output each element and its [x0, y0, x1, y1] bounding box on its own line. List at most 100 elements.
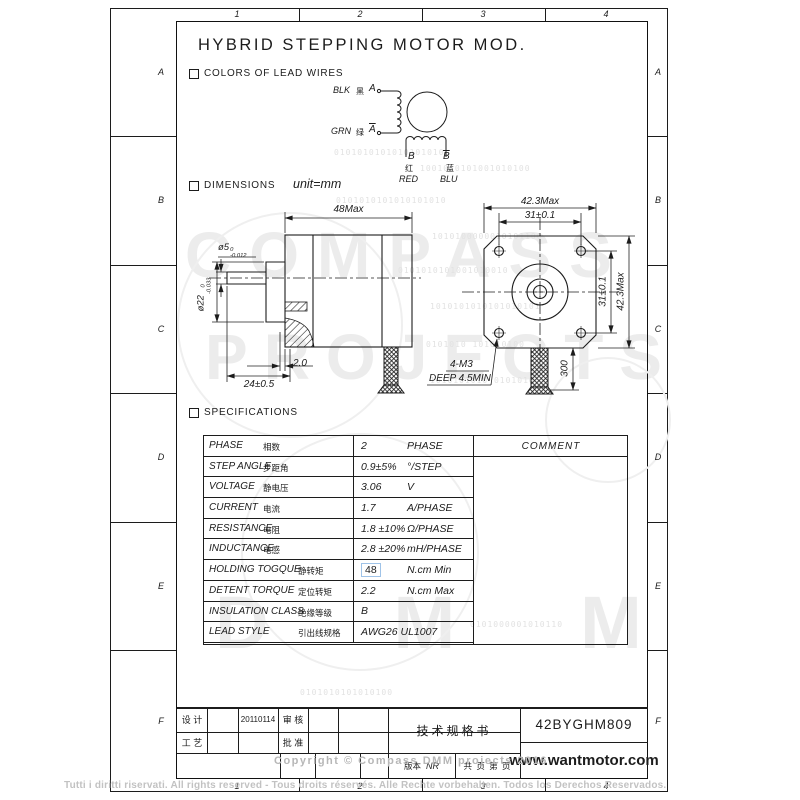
zone-tick — [110, 393, 176, 394]
check-label: 审 核 — [282, 715, 304, 725]
zone-label-top: 1 — [234, 9, 240, 19]
dim-pilot-height: 2.0 — [293, 358, 307, 369]
zone-tick — [422, 779, 423, 792]
version-value: NR — [426, 761, 439, 771]
dim-shaft-length: 24±0.5 — [243, 379, 275, 390]
edited-value-highlight: 48 — [361, 562, 381, 577]
lead-bbar-terminal: B — [443, 151, 450, 162]
watermark-binary: 0101010101010101010 — [336, 196, 447, 205]
zone-label-top: 2 — [357, 9, 363, 19]
pages-cell: 共 页 第 页 — [463, 761, 512, 771]
comment-column: COMMENT — [473, 436, 628, 644]
approve-label: 批 准 — [282, 738, 304, 748]
section-label-lead-wires: COLORS OF LEAD WIRES — [204, 68, 344, 79]
lead-abar-color: GRN — [331, 126, 351, 136]
dim-front-height: 42.3Max — [615, 272, 627, 311]
page-title: HYBRID STEPPING MOTOR MOD. — [198, 36, 527, 54]
dim-cable-length: 300 — [559, 360, 571, 377]
dim-hole-spacing-vertical: 31±0.1 — [597, 276, 609, 307]
zone-tick — [110, 522, 176, 523]
watermark-binary: 1001010101001010100 — [420, 164, 531, 173]
lead-a-color: BLK — [333, 85, 351, 95]
zone-label-left: A — [157, 67, 164, 77]
zone-label-right: E — [654, 581, 661, 591]
zone-label-left: F — [158, 716, 164, 726]
zone-tick — [648, 393, 668, 394]
zone-label-left: C — [157, 324, 165, 334]
zone-tick — [648, 136, 668, 137]
zone-label-left: B — [157, 195, 164, 205]
zone-label-right: B — [654, 195, 661, 205]
zone-label-bottom: 4 — [603, 781, 609, 791]
comment-header: COMMENT — [474, 436, 628, 457]
section-checkbox-specifications — [189, 408, 199, 418]
lead-b-terminal: B — [408, 151, 415, 162]
lead-bbar-color-cn: 蓝 — [446, 164, 454, 173]
zone-label-right: C — [654, 324, 662, 334]
lead-b-color-cn: 红 — [405, 164, 413, 173]
mounting-hole-depth-note: DEEP 4.5MIN — [429, 373, 491, 384]
zone-label-right: D — [654, 452, 662, 462]
zone-label-bottom: 2 — [357, 781, 363, 791]
section-label-dimensions: DIMENSIONS — [204, 180, 276, 191]
zone-label-bottom: 1 — [234, 781, 240, 791]
model-number: 42BYGHM809 — [535, 717, 633, 732]
watermark-copyright: Copyright © Compass DMM projects 2016 — [274, 755, 548, 767]
zone-tick — [110, 650, 176, 651]
zone-tick — [648, 265, 668, 266]
lead-b-color: RED — [399, 174, 419, 184]
lead-bbar-color: BLU — [440, 174, 458, 184]
lead-a-color-cn: 黑 — [356, 87, 364, 96]
dim-front-width: 42.3Max — [520, 196, 560, 207]
mounting-hole-note: 4-M3 — [450, 359, 473, 370]
zone-tick — [545, 779, 546, 792]
dim-body-length: 48Max — [333, 204, 364, 215]
title-block: 设 计 20110114 审 核 工 艺 批 准 技术规格书 版本 NR 共 页… — [177, 707, 659, 779]
dim-hole-spacing: 31±0.1 — [524, 210, 556, 221]
watermark-binary: 0101010101010101010 — [334, 148, 445, 157]
lead-abar-color-cn: 绿 — [356, 128, 364, 137]
section-checkbox-lead-wires — [189, 69, 199, 79]
zone-label-left: E — [157, 581, 164, 591]
zone-label-right: F — [655, 716, 661, 726]
watermark-binary: 0101000001010110 — [470, 620, 564, 629]
zone-label-right: A — [654, 67, 661, 77]
lead-a-terminal: A — [369, 83, 376, 94]
design-label: 设 计 — [181, 715, 203, 725]
watermark-binary: 0101010101010100 — [300, 688, 394, 697]
zone-label-top: 4 — [603, 9, 609, 19]
zone-tick — [299, 8, 300, 21]
zone-label-left: D — [157, 452, 165, 462]
watermark-rights: Tutti i diritti riservati. All rights re… — [64, 780, 667, 791]
section-label-specifications: SPECIFICATIONS — [204, 407, 298, 418]
zone-tick — [299, 779, 300, 792]
process-label: 工 艺 — [181, 738, 203, 748]
zone-tick — [422, 8, 423, 21]
document-title: 技术规格书 — [416, 723, 492, 738]
version-label: 版本 — [403, 761, 421, 771]
section-checkbox-dimensions — [189, 181, 199, 191]
design-date: 20110114 — [240, 715, 276, 724]
version-cell: 版本 NR — [388, 753, 455, 779]
unit-note: unit=mm — [293, 177, 342, 191]
zone-label-top: 3 — [480, 9, 486, 19]
zone-tick — [110, 265, 176, 266]
zone-tick — [648, 650, 668, 651]
zone-tick — [648, 522, 668, 523]
zone-label-bottom: 3 — [480, 781, 486, 791]
zone-tick — [545, 8, 546, 21]
